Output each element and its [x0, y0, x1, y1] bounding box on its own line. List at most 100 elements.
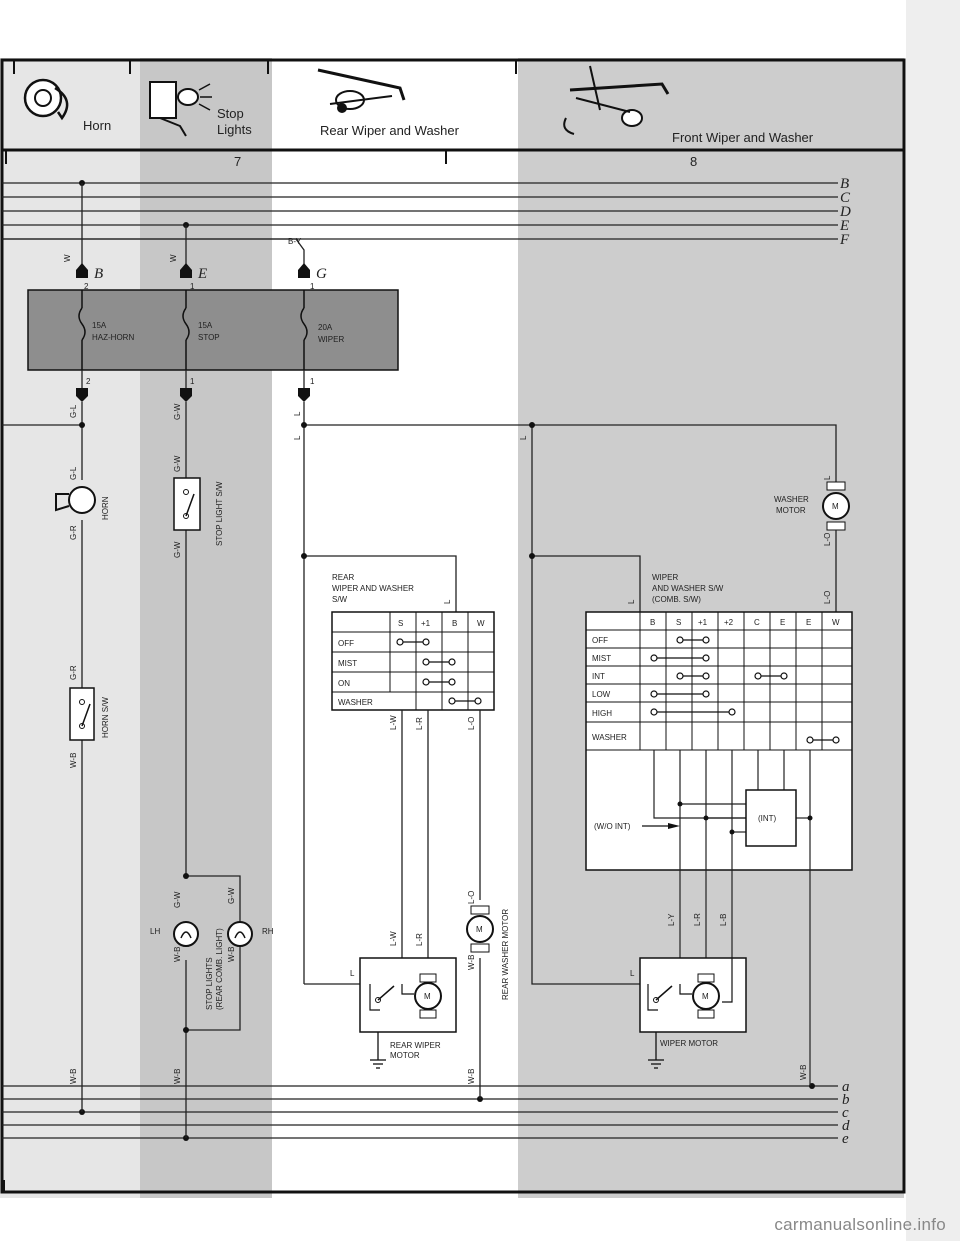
front-switch-col-plus2: +2: [724, 618, 734, 627]
fuse-stop-name: STOP: [198, 333, 220, 342]
washer-motor-label-2: MOTOR: [776, 506, 806, 515]
wire-label-lb: L-B: [719, 914, 728, 926]
front-switch-row-washer: WASHER: [592, 733, 627, 742]
front-washer-motor: [822, 481, 850, 531]
horn-label: HORN: [101, 496, 110, 520]
front-switch-col-b: B: [650, 618, 655, 627]
wire-label-gw-3: G-W: [173, 541, 182, 558]
shade-right-edge: [906, 0, 960, 1241]
rear-wiper-title: Rear Wiper and Washer: [320, 123, 460, 138]
rear-switch-title-2: WIPER AND WASHER: [332, 584, 414, 593]
wire-label-lo-front-1: L-O: [823, 533, 832, 546]
stop-lights-label-2: (REAR COMB. LIGHT): [215, 928, 224, 1010]
fuse-wiper-name: WIPER: [318, 335, 344, 344]
rear-switch-row-mist: MIST: [338, 659, 357, 668]
rear-switch-col-w: W: [477, 619, 485, 628]
wire-label-lw-2: L-W: [389, 931, 398, 946]
front-switch-row-int: INT: [592, 672, 605, 681]
stop-light-lh-label: LH: [150, 927, 160, 936]
wire-label-wb-stop-low: W-B: [173, 1069, 182, 1084]
rear-wiper-motor-m: M: [424, 992, 431, 1001]
bus-label-c: C: [840, 190, 851, 206]
front-switch-table: [585, 611, 853, 1086]
front-wiper-motor-m: M: [702, 992, 709, 1001]
pin-1-bottom-wiper: 1: [310, 377, 315, 386]
front-switch-row-mist: MIST: [592, 654, 611, 663]
wire-label-l-5: L: [443, 599, 452, 604]
bus-label-a-lower: a: [842, 1079, 850, 1095]
wire-label-l-front-motor: L: [630, 969, 635, 978]
front-switch-row-off: OFF: [592, 636, 608, 645]
front-switch-row-low: LOW: [592, 690, 611, 699]
stop-light-switch: [173, 477, 201, 531]
stop-light-icon: [149, 81, 212, 137]
bus-label-d-lower: d: [842, 1118, 850, 1134]
wire-label-l-1: L: [293, 411, 302, 416]
front-washer-motor-m: M: [832, 502, 839, 511]
wire-label-l-6: L: [627, 599, 636, 604]
shade-column-stop: [140, 58, 272, 1198]
rear-switch-title-1: REAR: [332, 573, 354, 582]
wire-label-lw-1: L-W: [389, 715, 398, 730]
wire-label-lo-rear-2: L-O: [467, 891, 476, 904]
bus-label-f: F: [839, 232, 850, 248]
rear-washer-motor-label: REAR WASHER MOTOR: [501, 909, 510, 1000]
rear-washer-motor-m: M: [476, 925, 483, 934]
rear-switch-col-s: S: [398, 619, 403, 628]
connector-b: B: [94, 266, 103, 282]
wire-label-by: B-Y: [288, 237, 302, 246]
front-switch-title-2: AND WASHER S/W: [652, 584, 724, 593]
fuse-wiper-rating: 20A: [318, 323, 333, 332]
connector-g: G: [316, 266, 327, 282]
stop-lights-label-1: STOP LIGHTS: [205, 957, 214, 1010]
bus-label-d: D: [839, 204, 851, 220]
bus-label-e: E: [839, 218, 849, 234]
wire-label-lr-2: L-R: [415, 933, 424, 946]
wire-label-gr-1: G-R: [69, 525, 78, 540]
wire-label-gl-1: G-L: [69, 404, 78, 418]
wire-label-l-rear-motor: L: [350, 969, 355, 978]
front-switch-title-3: (COMB. S/W): [652, 595, 701, 604]
wire-label-l-3: L: [519, 435, 528, 440]
rear-washer-motor: [466, 905, 494, 953]
watermark: carmanualsonline.info: [774, 1215, 946, 1234]
rear-switch-title-3: S/W: [332, 595, 348, 604]
wire-label-w-stop-feed: W: [169, 254, 178, 262]
rear-switch-col-plus1: +1: [421, 619, 431, 628]
horn-symbol: [55, 486, 96, 514]
wire-label-gr-2: G-R: [69, 665, 78, 680]
front-switch-col-e2: E: [806, 618, 811, 627]
front-wiper-icon: [563, 65, 670, 135]
pin-1-top-stop: 1: [190, 282, 195, 291]
front-switch-row-high: HIGH: [592, 709, 612, 718]
front-switch-col-plus1: +1: [698, 618, 708, 627]
fuse-stop-rating: 15A: [198, 321, 213, 330]
fuse-block: [27, 289, 399, 371]
stop-light-lh: [173, 921, 199, 947]
pin-2-bottom: 2: [86, 377, 91, 386]
wire-label-wb-front-low: W-B: [799, 1065, 808, 1080]
column-number-7: 7: [234, 154, 241, 169]
front-wiper-motor: [639, 957, 747, 1069]
rear-switch-row-on: ON: [338, 679, 350, 688]
horn-icon: [23, 78, 69, 121]
wire-label-wb-rear-washer: W-B: [467, 955, 476, 970]
rear-wiper-motor: [359, 957, 457, 1069]
front-switch-title-1: WIPER: [652, 573, 678, 582]
bottom-bus: [2, 1085, 838, 1139]
wire-label-ly: L-Y: [667, 913, 676, 926]
washer-motor-label-1: WASHER: [774, 495, 809, 504]
horn-switch-label: HORN S/W: [101, 697, 110, 738]
int-box-label: (INT): [758, 814, 777, 823]
stop-light-rh-label: RH: [262, 927, 274, 936]
pin-2-top: 2: [84, 282, 89, 291]
header-frame: [0, 58, 906, 1194]
column-number-8: 8: [690, 154, 697, 169]
rear-wiper-icon: [317, 68, 406, 113]
bus-label-c-lower: c: [842, 1105, 849, 1121]
bus-label-b: B: [840, 176, 849, 192]
wire-label-gw-4: G-W: [173, 891, 182, 908]
front-switch-col-c: C: [754, 618, 760, 627]
